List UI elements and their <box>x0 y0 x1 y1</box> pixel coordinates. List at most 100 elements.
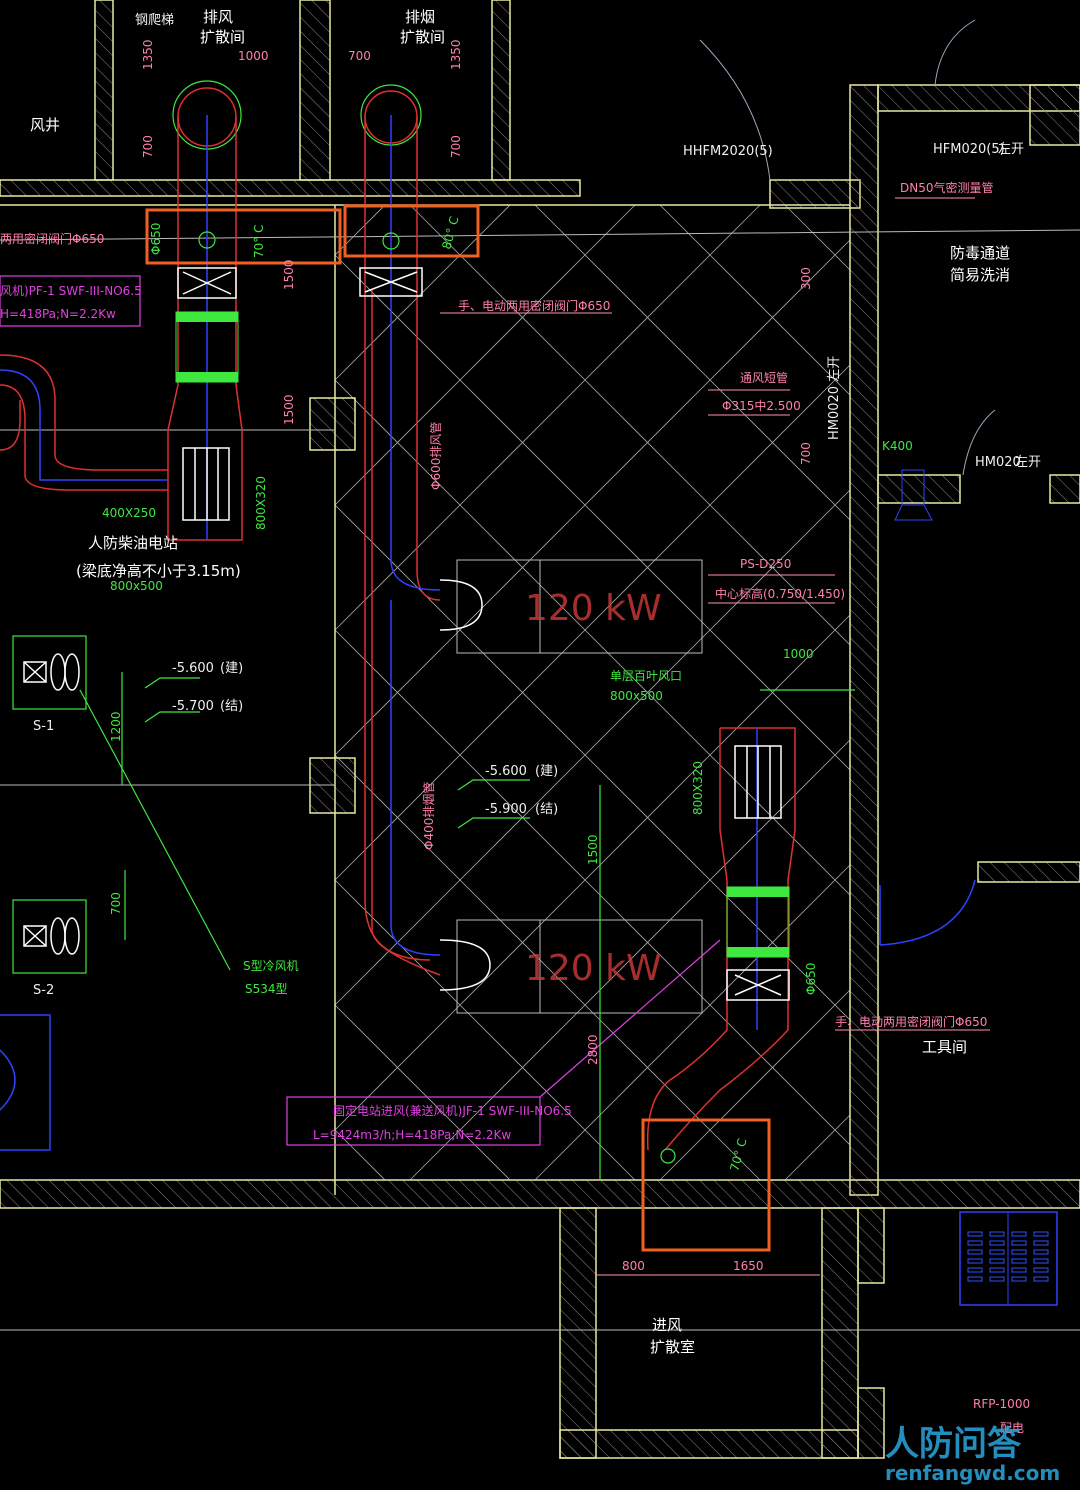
elev-a2-type: (结) <box>220 699 243 714</box>
dim-1500-right: 1500 <box>586 834 600 865</box>
dim-300: 300 <box>799 267 813 290</box>
grid-line <box>334 239 851 756</box>
intake-duct <box>646 727 796 1151</box>
elev-a2: -5.700 <box>172 699 214 714</box>
panel-slot <box>989 1276 1005 1282</box>
cooler-s1-label: S-1 <box>33 719 54 734</box>
exhaust-room-label-1: 排风 <box>203 8 233 26</box>
door-label-3: HM020 <box>975 455 1021 470</box>
door-label-1: HHFM2020(5) <box>683 144 773 159</box>
ps-label: PS-D250 <box>740 557 791 571</box>
generator-1 <box>439 559 703 654</box>
jf1-spec-2: L=9424m3/h;H=418Pa;N=2.2Kw <box>313 1128 511 1142</box>
jf1-label-box <box>286 1096 541 1146</box>
highlight-exhaust-valve <box>145 208 342 265</box>
grid-line <box>334 254 851 771</box>
panel-slot <box>989 1231 1005 1237</box>
door-arc-tool-room <box>879 879 976 946</box>
shaft-label: 风井 <box>30 116 60 134</box>
size-800x320-left: 800X320 <box>254 476 268 530</box>
short-duct-label: 通风短管 <box>740 370 788 385</box>
dim-700-door: 700 <box>799 442 813 465</box>
dim-700-s: 700 <box>109 892 123 915</box>
watermark-cn: 人防问答 <box>885 1424 1022 1464</box>
grid-line <box>334 1129 386 1181</box>
grid-line <box>784 1114 851 1181</box>
valve-size-label: Φ650 <box>149 223 163 255</box>
duct-400-label: Φ400排烟管 <box>421 782 436 850</box>
panel-slot <box>967 1276 983 1282</box>
door-dir-2: 左开 <box>998 142 1024 157</box>
door-label-2: HFM020(5) <box>933 142 1005 157</box>
panel-slot <box>989 1249 1005 1255</box>
cooler-s1 <box>12 635 87 710</box>
grid-line <box>659 989 851 1181</box>
ps-elevation: 中心标高(0.750/1.450) <box>715 586 845 601</box>
panel-slot <box>967 1267 983 1273</box>
damper-temp-80: 80° C <box>439 215 461 251</box>
panel-slot <box>967 1249 983 1255</box>
panel-slot <box>1011 1267 1027 1273</box>
louver-label: 单层百叶风口 <box>610 669 682 683</box>
panel-slot <box>989 1240 1005 1246</box>
panel-slot <box>1011 1276 1027 1282</box>
grid-line <box>534 204 851 521</box>
panel-slot <box>1033 1249 1049 1255</box>
generator-1-power: 120 kW <box>525 588 662 629</box>
grid-line <box>334 1004 511 1181</box>
dim-1200: 1200 <box>109 711 123 742</box>
panel-slot <box>1011 1231 1027 1237</box>
panel-slot <box>1011 1258 1027 1264</box>
door-label-4: HM0020 左开 <box>827 356 842 440</box>
dn50-label: DN50气密测量管 <box>900 180 994 195</box>
elev-b2-type: (结) <box>535 802 558 817</box>
elev-b1: -5.600 <box>485 764 527 779</box>
panel-slot <box>967 1258 983 1264</box>
cooler-type-1: S型冷风机 <box>243 959 299 973</box>
jf1-spec-1: 固定电站进风(兼送风机)JF-1 SWF-III-NO6.5 <box>333 1103 572 1118</box>
rfp-label: RFP-1000 <box>973 1397 1030 1411</box>
sink-fixture <box>894 469 933 521</box>
grid-line <box>334 204 761 631</box>
generator-2 <box>439 919 703 1014</box>
panel-slot <box>967 1231 983 1237</box>
grid-line <box>334 489 851 1006</box>
grid-line <box>784 204 851 271</box>
grid-line <box>409 204 851 646</box>
short-duct-size: Φ315中2.500 <box>722 398 801 413</box>
valve-label-right: 手、电动两用密闭阀门Φ650 <box>835 1014 987 1029</box>
elev-a1: -5.600 <box>172 661 214 676</box>
valve-label-mid: 手、电动两用密闭阀门Φ650 <box>458 298 610 313</box>
watermark-url: renfangwd.com <box>885 1461 1060 1485</box>
panel-label: 配电 <box>1000 1421 1024 1435</box>
grid-line <box>334 614 851 1131</box>
grid-line <box>409 739 851 1181</box>
dim-700-c: 700 <box>449 135 463 158</box>
watermark: 人防问答 renfangwd.com <box>885 1424 1060 1485</box>
dim-1350-a: 1350 <box>141 39 155 70</box>
grid-line <box>659 204 851 396</box>
ladder-label: 钢爬梯 <box>135 13 174 28</box>
grid-line <box>334 204 636 506</box>
exhaust-room-label-2: 扩散间 <box>200 28 245 46</box>
floor-hatch-grid <box>334 204 851 1181</box>
highlight-smoke-valve <box>343 204 480 258</box>
pf1-spec-2: H=418Pa;N=2.2Kw <box>0 307 116 321</box>
cooler-s2 <box>12 899 87 974</box>
dim-1350-b: 1350 <box>449 39 463 70</box>
panel-slot <box>1033 1267 1049 1273</box>
size-400x250: 400X250 <box>102 506 156 520</box>
generator-2-power: 120 kW <box>525 948 662 989</box>
door-arc-right <box>934 19 996 476</box>
k400-label: K400 <box>882 439 913 453</box>
grid-line <box>334 629 851 1146</box>
dim-1000-top: 1000 <box>238 49 269 63</box>
panel-slot <box>1033 1240 1049 1246</box>
station-label-2: (梁底净高不小于3.15m) <box>76 562 241 580</box>
panel-slot <box>1033 1231 1049 1237</box>
dim-700-top: 700 <box>348 49 371 63</box>
grid-line <box>334 379 851 896</box>
highlight-intake-valve <box>641 1118 771 1252</box>
door-dir-3: 左开 <box>1015 455 1041 470</box>
station-label-1: 人防柴油电站 <box>88 534 178 552</box>
